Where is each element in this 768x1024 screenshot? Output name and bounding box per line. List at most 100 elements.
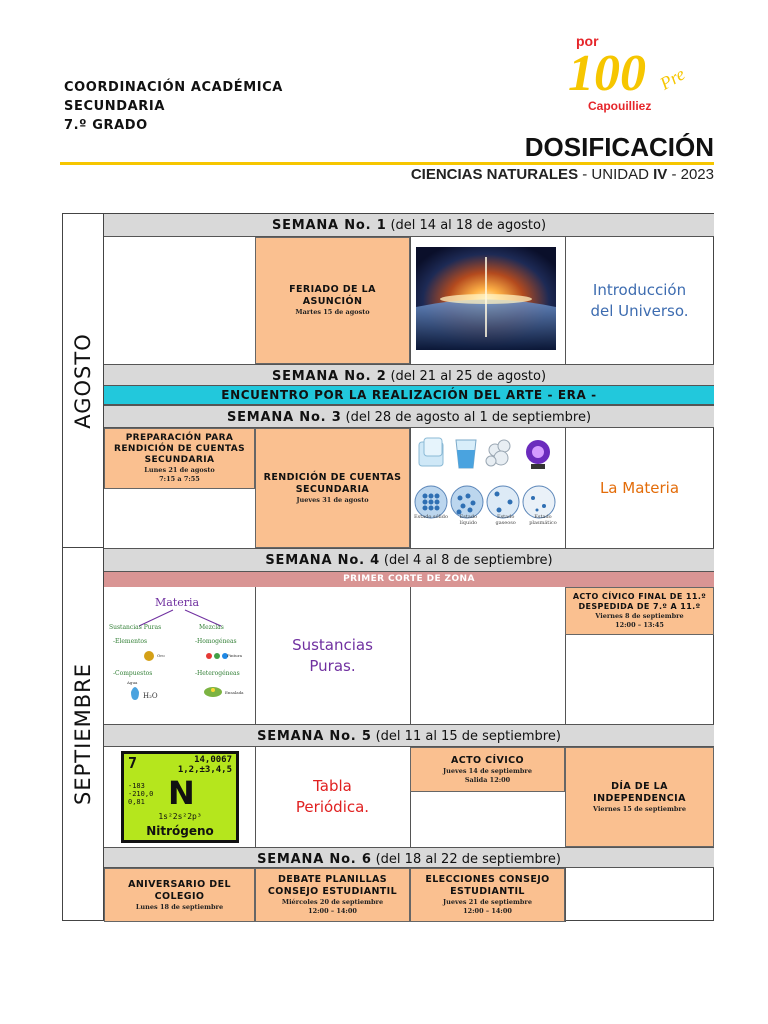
atomic-number: 7 (128, 754, 138, 772)
state-label-gas: Estado gaseoso (495, 514, 516, 526)
calendar-table: AGOSTO SEPTIEMBRE SEMANA No. 1 (del 14 a… (62, 213, 714, 922)
week-5-header: SEMANA No. 5 (del 11 al 15 de septiembre… (104, 724, 714, 747)
org-line-3: 7.º GRADO (64, 118, 148, 133)
page-subtitle: CIENCIAS NATURALES - UNIDAD IV - 2023 (411, 166, 714, 183)
event-title: FERIADO DE LA ASUNCIÓN (289, 284, 376, 307)
diagram-homogeneous: -Homogéneas (195, 638, 237, 645)
event-detail: Lunes 21 de agosto (144, 466, 215, 474)
week-5-label: SEMANA No. 5 (257, 729, 372, 744)
grid-line (410, 587, 411, 724)
week-3-range: (del 28 de agosto al 1 de septiembre) (345, 410, 592, 425)
organization-block: COORDINACIÓN ACADÉMICA SECUNDARIA 7.º GR… (64, 78, 283, 135)
topic-universo-cell: Introducción del Universo. (565, 237, 714, 364)
event-acto-civico: ACTO CÍVICO Jueves 14 de septiembre Sali… (410, 747, 565, 792)
diagram-salad: Ensalada (225, 690, 244, 695)
event-title: DÍA DE LA INDEPENDENCIA (593, 780, 686, 804)
event-time: Salida 12:00 (464, 775, 511, 784)
materia-diagram: Materia Sustancias Puras Mezclas -Elemen… (109, 596, 251, 720)
logo-brand: Capouilliez (588, 99, 651, 113)
event-rendicion: RENDICIÓN DE CUENTAS SECUNDARIA Jueves 3… (255, 428, 410, 548)
atomic-mass: 14,0067 (194, 755, 232, 765)
month-august: AGOSTO (63, 214, 104, 548)
element-symbol: N (168, 774, 195, 812)
diagram-left: Sustancias Puras (109, 624, 162, 631)
universe-image (416, 247, 556, 350)
year: 2023 (680, 166, 714, 183)
event-detail: Lunes 18 de septiembre (135, 902, 224, 911)
event-time: 12:00 – 14:00 (463, 907, 512, 915)
event-detail: Miércoles 20 de septiembre (281, 898, 384, 906)
diagram-paint: Pintura (227, 653, 243, 658)
event-elecciones: ELECCIONES CONSEJO ESTUDIANTIL Jueves 21… (410, 868, 565, 922)
week-3-label: SEMANA No. 3 (226, 410, 342, 425)
topic-materia: La Materia (599, 478, 680, 497)
event-detail: Jueves 21 de septiembre (443, 898, 532, 906)
event-detail: Viernes 15 de septiembre (593, 804, 686, 813)
week-1-header: SEMANA No. 1 (del 14 al 18 de agosto) (104, 214, 714, 237)
boiling-point: -183 (128, 782, 145, 790)
month-september: SEPTIEMBRE (63, 548, 104, 920)
diagram-connectors (131, 609, 228, 700)
era-banner: ENCUENTRO POR LA REALIZACIÓN DEL ARTE - … (104, 386, 714, 405)
logo-hundred: 100 (568, 45, 646, 102)
oxidation-states: 1,2,±3,4,5 (177, 765, 232, 775)
grid-line (410, 237, 411, 364)
event-aniversario: ANIVERSARIO DEL COLEGIO Lunes 18 de sept… (104, 868, 255, 922)
grid-line (410, 428, 411, 548)
event-acto-final: ACTO CÍVICO FINAL DE 11.º DESPEDIDA DE 7… (565, 587, 714, 635)
topic-tabla: Tabla Periódica. (295, 777, 370, 816)
grid-line (565, 868, 566, 922)
week-4-header: SEMANA No. 4 (del 4 al 8 de septiembre) (104, 548, 714, 572)
topic-sustancias: Sustancias Puras. (292, 635, 373, 675)
event-preparacion: PREPARACIÓN PARA RENDICIÓN DE CUENTAS SE… (104, 428, 255, 489)
diagram-right: Mezclas (199, 624, 224, 631)
subtitle-separator: - (578, 166, 592, 183)
week-2-label: SEMANA No. 2 (271, 369, 387, 384)
event-title: DEBATE PLANILLAS CONSEJO ESTUDIANTIL (267, 874, 398, 897)
subtitle-separator-2: - (667, 166, 681, 183)
month-label-september: SEPTIEMBRE (71, 663, 95, 805)
melting-point: -210,0 (128, 790, 154, 798)
diagram-root: Materia (155, 596, 200, 609)
event-detail: Martes 15 de agosto (295, 308, 370, 316)
month-label-august: AGOSTO (71, 332, 95, 429)
event-time: 12:00 – 14:00 (308, 907, 357, 915)
event-title: ACTO CÍVICO FINAL DE 11.º DESPEDIDA DE 7… (572, 592, 707, 611)
event-title: ELECCIONES CONSEJO ESTUDIANTIL (425, 874, 550, 897)
week-2-header: SEMANA No. 2 (del 21 al 25 de agosto) (104, 364, 714, 386)
week-4-label: SEMANA No. 4 (265, 553, 380, 568)
week-6-label: SEMANA No. 6 (257, 852, 372, 867)
event-debate: DEBATE PLANILLAS CONSEJO ESTUDIANTIL Mié… (255, 868, 410, 922)
week-1-label: SEMANA No. 1 (271, 218, 387, 233)
grid-line (565, 587, 566, 724)
org-line-2: SECUNDARIA (64, 99, 165, 114)
diagram-formula: H₂O (143, 692, 158, 700)
diagram-elements: -Elementos (113, 638, 148, 645)
subject-name: CIENCIAS NATURALES (410, 166, 579, 183)
event-title: ANIVERSARIO DEL COLEGIO (128, 878, 231, 902)
unit-number: IV (653, 166, 668, 183)
topic-materia-cell: La Materia (565, 428, 714, 548)
grid-line (410, 747, 411, 847)
event-title: PREPARACIÓN PARA RENDICIÓN DE CUENTAS SE… (114, 433, 245, 465)
corte-banner: PRIMER CORTE DE ZONA (104, 572, 714, 587)
event-asuncion: FERIADO DE LA ASUNCIÓN Martes 15 de agos… (255, 237, 410, 364)
event-title: ACTO CÍVICO (450, 754, 525, 766)
week-2-range: (del 21 al 25 de agosto) (390, 369, 547, 384)
event-detail: Viernes 8 de septiembre (595, 612, 684, 620)
title-underline (60, 162, 714, 165)
element-name: Nitrógeno (146, 824, 214, 838)
diagram-compounds: -Compuestos (113, 670, 153, 677)
state-label-solid: Estado sólido (414, 514, 448, 520)
event-title: RENDICIÓN DE CUENTAS SECUNDARIA (263, 471, 402, 495)
grid-line (255, 747, 256, 847)
page-title: DOSIFICACIÓN (524, 132, 714, 162)
topic-universo: Introducción del Universo. (590, 280, 689, 320)
week-1-range: (del 14 al 18 de agosto) (390, 218, 547, 233)
unit-word: UNIDAD (591, 166, 654, 183)
grid-line (565, 428, 566, 548)
week-6-header: SEMANA No. 6 (del 18 al 22 de septiembre… (104, 847, 714, 868)
logo-pre: Pre (655, 64, 688, 94)
week-3-header: SEMANA No. 3 (del 28 de agosto al 1 de s… (104, 405, 714, 428)
state-label-liquid: Estado líquido (459, 514, 478, 526)
